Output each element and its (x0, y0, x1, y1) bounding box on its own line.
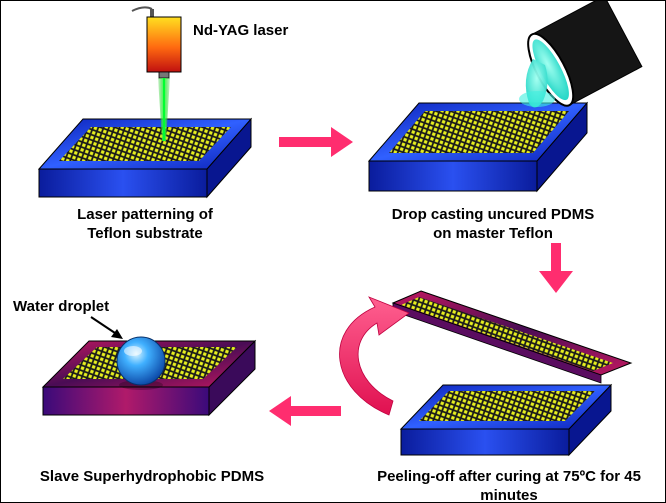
step1-substrate (37, 117, 253, 199)
water-droplet (116, 336, 166, 390)
pdms-beaker (519, 1, 643, 108)
label-step3: Peeling-off after curing at 75ºC for 45 … (357, 467, 661, 503)
laser-pattern-area (59, 127, 231, 161)
arrow-step1-to-step2 (279, 127, 353, 157)
label-step2-line2: on master Teflon (433, 225, 553, 242)
label-laser: Nd-YAG laser (193, 22, 289, 39)
label-step3-line2: minutes (480, 487, 538, 503)
label-step4: Slave Superhydrophobic PDMS (39, 468, 265, 485)
label-step3-line1: Peeling-off after curing at 75ºC for 45 (377, 468, 641, 485)
label-water-droplet: Water droplet (13, 298, 110, 315)
label-step1-line2: Teflon substrate (87, 225, 203, 242)
droplet-pointer-arrow (90, 316, 123, 339)
step2-substrate (367, 101, 589, 193)
label-step2: Drop casting uncured PDMS on master Tefl… (363, 205, 623, 243)
step3-master-teflon (399, 383, 613, 457)
arrow-step3-to-step4 (269, 396, 341, 426)
label-step1-line1: Laser patterning of (77, 206, 213, 223)
arrow-step2-to-step3 (539, 243, 573, 293)
step3-peeled-pdms (391, 290, 633, 384)
flip-curved-arrow (339, 296, 410, 416)
label-step1: Laser patterning of Teflon substrate (41, 205, 249, 243)
label-step2-line1: Drop casting uncured PDMS (391, 206, 595, 223)
laser-device (131, 6, 182, 141)
